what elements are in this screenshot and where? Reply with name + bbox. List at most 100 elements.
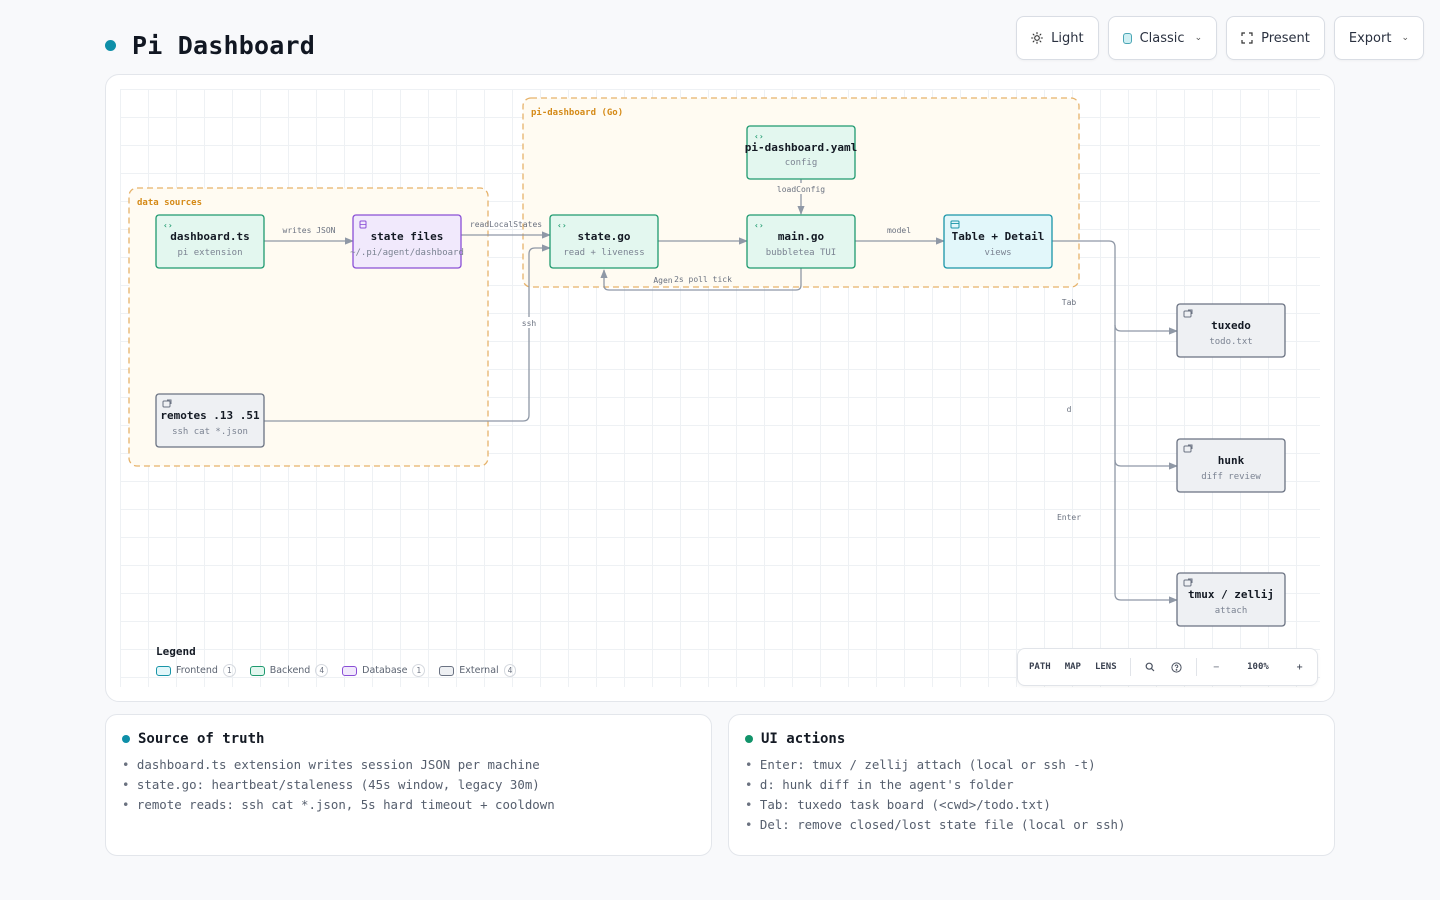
- node-remotes[interactable]: remotes .13 .51 ssh cat *.json: [155, 393, 265, 448]
- node-dashboard-ts[interactable]: ‹› dashboard.ts pi extension: [155, 214, 265, 269]
- node-title: remotes .13 .51: [160, 409, 260, 422]
- edge-tab: [1052, 240, 1178, 335]
- style-select-button[interactable]: Classic ⌄: [1107, 16, 1218, 60]
- node-tuxedo[interactable]: tuxedo todo.txt: [1176, 303, 1286, 358]
- page-title: Pi Dashboard: [132, 30, 316, 60]
- edge-enter: [1114, 460, 1178, 604]
- node-subtitle: views: [984, 248, 1011, 258]
- zoom-level: 100%: [1247, 662, 1269, 672]
- node-subtitle: attach: [1215, 606, 1248, 616]
- diagram-canvas[interactable]: data sources pi-dashboard (Go) writes JS…: [105, 74, 1335, 702]
- export-button[interactable]: Export ⌄: [1333, 16, 1424, 60]
- title-status-dot: [105, 39, 116, 51]
- legend-item-database[interactable]: Database 1: [342, 664, 426, 677]
- present-label: Present: [1261, 30, 1310, 46]
- edge-label-poll-tick: 2s poll tick: [674, 275, 732, 284]
- node-subtitle: read + liveness: [563, 248, 644, 258]
- node-title: hunk: [1218, 454, 1245, 467]
- chevron-down-icon: ⌄: [1194, 33, 1203, 43]
- toolbar: Light Classic ⌄ Present Export ⌄: [1016, 16, 1424, 60]
- edge-label-tab: Tab: [1062, 298, 1077, 307]
- page-header: Pi Dashboard: [105, 28, 315, 62]
- node-state-go[interactable]: ‹› state.go read + liveness: [549, 214, 659, 269]
- legend-swatch: [156, 665, 171, 676]
- help-icon[interactable]: [1165, 661, 1188, 673]
- list-item: Tab: tuxedo task board (<cwd>/todo.txt): [745, 795, 1318, 815]
- card-title: UI actions: [761, 731, 846, 747]
- node-subtitle: pi extension: [177, 248, 242, 258]
- edge-ssh: [264, 244, 551, 422]
- sun-icon: [1031, 32, 1044, 44]
- node-main-go[interactable]: ‹› main.go bubbletea TUI: [746, 214, 856, 269]
- external-link-icon: [1183, 444, 1193, 453]
- external-link-icon: [1183, 578, 1193, 587]
- legend-item-backend[interactable]: Backend 4: [249, 664, 329, 677]
- node-title: tuxedo: [1211, 319, 1251, 332]
- node-title: main.go: [778, 230, 825, 243]
- search-icon[interactable]: [1139, 662, 1162, 672]
- external-link-icon: [1183, 309, 1193, 318]
- lens-button[interactable]: LENS: [1094, 662, 1117, 672]
- chevron-down-icon: ⌄: [1401, 33, 1409, 43]
- node-title: state files: [371, 230, 444, 243]
- edge-label-read-local-states: readLocalStates: [470, 220, 542, 229]
- code-icon: ‹›: [754, 132, 764, 141]
- legend-label: Database: [362, 665, 408, 676]
- theme-toggle-label: Light: [1051, 30, 1084, 46]
- source-of-truth-card: Source of truth dashboard.ts extension w…: [105, 714, 712, 856]
- card-status-dot: [122, 735, 130, 743]
- node-pi-dashboard-yaml[interactable]: ‹› pi-dashboard.yaml config: [745, 125, 858, 180]
- edge-poll-tick: [600, 268, 802, 291]
- node-table-detail[interactable]: Table + Detail views: [943, 214, 1053, 269]
- node-subtitle: todo.txt: [1209, 337, 1252, 347]
- theme-toggle-button[interactable]: Light: [1016, 16, 1099, 60]
- fullscreen-icon: [1241, 32, 1253, 44]
- code-icon: ‹›: [163, 221, 173, 230]
- edge-label-writes-json: writes JSON: [283, 226, 336, 235]
- database-icon: [359, 220, 367, 229]
- node-hunk[interactable]: hunk diff review: [1176, 438, 1286, 493]
- list-item: Enter: tmux / zellij attach (local or ss…: [745, 755, 1318, 775]
- node-title: Table + Detail: [952, 230, 1045, 243]
- path-button[interactable]: PATH: [1029, 662, 1051, 672]
- window-icon: [950, 220, 960, 229]
- node-tmux-zellij[interactable]: tmux / zellij attach: [1176, 572, 1286, 627]
- zoom-out-button[interactable]: −: [1213, 661, 1220, 673]
- legend-label: External: [459, 665, 499, 676]
- node-subtitle: ssh cat *.json: [172, 427, 248, 437]
- legend-count: 1: [412, 664, 426, 677]
- ui-actions-card: UI actions Enter: tmux / zellij attach (…: [728, 714, 1335, 856]
- style-select-label: Classic: [1139, 30, 1185, 46]
- divider: [1196, 658, 1197, 676]
- present-button[interactable]: Present: [1226, 16, 1325, 60]
- legend: Legend Frontend 1 Backend 4 Database 1 E…: [156, 645, 517, 677]
- node-title: tmux / zellij: [1188, 588, 1274, 601]
- architecture-diagram: data sources pi-dashboard (Go) writes JS…: [128, 97, 1286, 627]
- edge-d: [1114, 325, 1178, 470]
- node-state-files[interactable]: state files ~/.pi/agent/dashboard: [350, 214, 464, 269]
- edge-label-enter: Enter: [1057, 513, 1081, 522]
- divider: [1129, 658, 1131, 676]
- legend-count: 4: [503, 664, 517, 677]
- edge-label-load-config: loadConfig: [777, 185, 825, 194]
- legend-item-external[interactable]: External 4: [439, 664, 517, 677]
- list-item: Del: remove closed/lost state file (loca…: [745, 815, 1318, 835]
- legend-swatch: [439, 665, 455, 676]
- node-subtitle: diff review: [1201, 472, 1261, 482]
- node-title: state.go: [578, 230, 631, 243]
- canvas-controls: PATH MAP LENS − 100% +: [1017, 648, 1318, 686]
- code-icon: ‹›: [557, 221, 567, 230]
- zoom-in-button[interactable]: +: [1296, 661, 1303, 673]
- node-subtitle: config: [785, 158, 818, 168]
- group-label-data-sources: data sources: [137, 198, 202, 208]
- edge-label-d: d: [1067, 405, 1072, 414]
- edge-label-model: model: [887, 226, 911, 235]
- list-item: d: hunk diff in the agent's folder: [745, 775, 1318, 795]
- legend-label: Frontend: [176, 665, 218, 676]
- legend-item-frontend[interactable]: Frontend 1: [156, 664, 236, 677]
- map-button[interactable]: MAP: [1064, 662, 1081, 672]
- edges: [264, 179, 1178, 604]
- code-icon: ‹›: [754, 221, 764, 230]
- group-label-pi-dashboard: pi-dashboard (Go): [531, 107, 623, 118]
- export-label: Export: [1348, 30, 1392, 46]
